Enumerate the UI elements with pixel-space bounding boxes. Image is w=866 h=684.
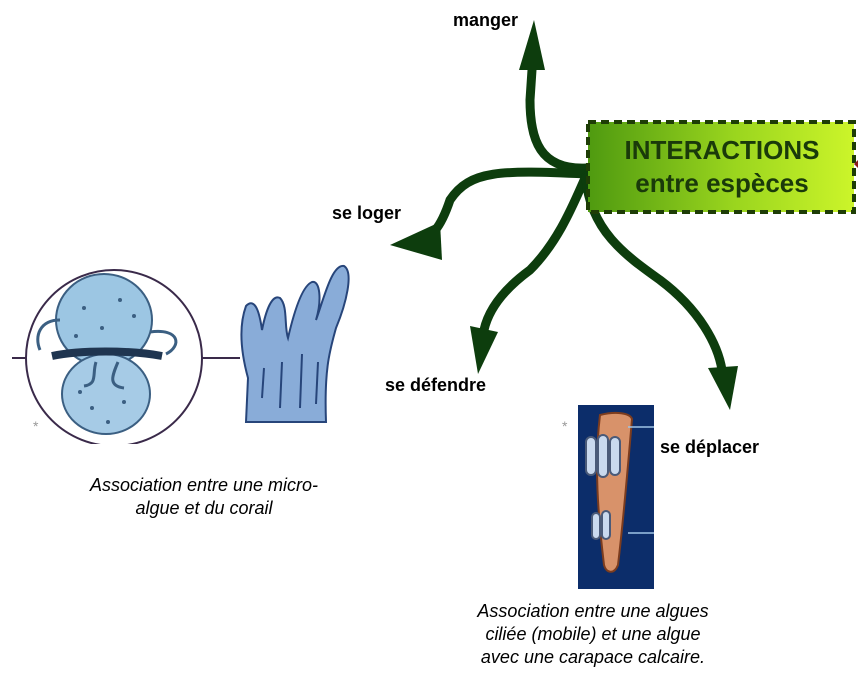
label-se-deplacer[interactable]: se déplacer <box>660 437 760 457</box>
arrow-head-icon <box>390 222 442 260</box>
arrow-head-icon <box>519 20 545 70</box>
caption-left-line2: algue et du corail <box>135 498 273 518</box>
central-node-title: INTERACTIONS entre espèces <box>586 134 858 200</box>
central-title-line2: entre espèces <box>635 168 809 198</box>
micro-alga-icon <box>36 273 178 435</box>
caption-right-line1: Association entre une algues <box>477 601 709 621</box>
central-node-box <box>586 120 858 214</box>
micro-alga-coral-illustration <box>12 265 350 444</box>
label-se-loger[interactable]: se loger <box>332 203 402 223</box>
ciliate-cell-icon <box>585 411 654 573</box>
branch-se-deplacer <box>581 173 727 375</box>
caption-right-line3: avec une carapace calcaire. <box>480 647 706 667</box>
ciliate-cell-illustration <box>578 405 654 589</box>
central-title-line1: INTERACTIONS <box>624 135 820 165</box>
caption-left: Association entre une micro- algue et du… <box>30 474 378 520</box>
arrow-head-icon <box>708 366 738 410</box>
asterisk-right: * <box>562 418 568 434</box>
asterisk-left: * <box>33 418 39 434</box>
label-manger[interactable]: manger <box>453 10 519 30</box>
caption-left-line1: Association entre une micro- <box>89 475 319 495</box>
coral-icon <box>240 265 350 423</box>
caption-right-line2: ciliée (mobile) et une algue <box>485 624 701 644</box>
arrow-head-icon <box>470 326 498 374</box>
caption-right: Association entre une algues ciliée (mob… <box>430 600 756 669</box>
branch-manger <box>525 65 591 173</box>
label-se-defendre[interactable]: se défendre <box>385 375 487 395</box>
central-node[interactable]: INTERACTIONS entre espèces <box>586 120 858 214</box>
branch-se-defendre <box>479 171 591 335</box>
